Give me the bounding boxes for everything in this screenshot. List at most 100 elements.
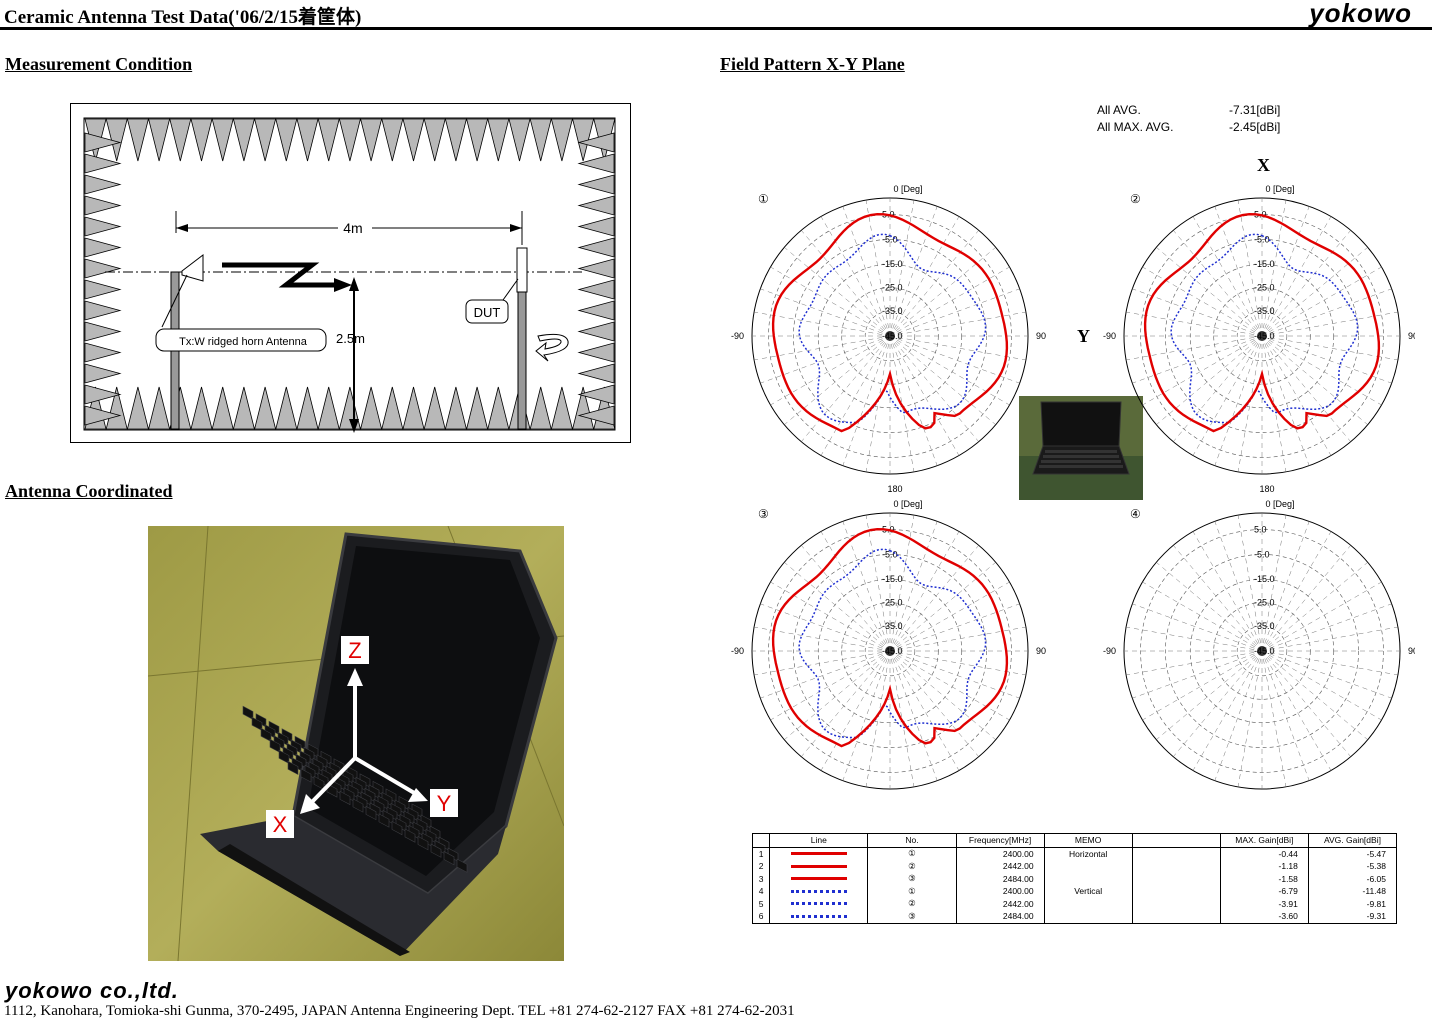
- legend-row-frequency: 2484.00: [955, 910, 1045, 924]
- angle-label-right: 90: [1036, 331, 1046, 341]
- legend-header-max-gain: MAX. Gain[dBi]: [1219, 833, 1309, 848]
- legend-header-frequency: Frequency[MHz]: [955, 833, 1045, 848]
- angle-label-180: 180: [887, 799, 902, 800]
- legend-row-memo: Vertical: [1043, 885, 1133, 898]
- ring-label: -45.0: [882, 646, 903, 656]
- legend-row-index: 1: [751, 847, 771, 860]
- legend-line-swatch: [790, 902, 847, 906]
- legend-table: Line No. Frequency[MHz] MEMO MAX. Gain[d…: [751, 833, 1398, 924]
- measurement-condition-heading: Measurement Condition: [5, 54, 193, 74]
- z-axis-label: Z: [348, 638, 361, 663]
- ring-label: -25.0: [882, 283, 903, 293]
- polar-plot-id: ③: [758, 507, 769, 521]
- legend-row-index: 2: [751, 860, 771, 873]
- ring-label: -25.0: [882, 598, 903, 608]
- angle-label-0: 0 [Deg]: [893, 499, 922, 509]
- legend-row-max-gain: -6.79: [1219, 885, 1309, 898]
- polar-plot-2: 0 [Deg]-90901805.0-5.0-15.0-25.0-35.0-45…: [1103, 184, 1415, 494]
- legend-row-index: 3: [751, 872, 771, 885]
- ring-label: -35.0: [1254, 306, 1275, 316]
- legend-row-max-gain: -1.18: [1219, 860, 1309, 873]
- antenna-coordinated-heading: Antenna Coordinated: [5, 481, 173, 501]
- laptop-photo: Z X Y: [148, 526, 564, 961]
- height-label: 2.5m: [336, 331, 365, 346]
- footer-address: 1112, Kanohara, Tomioka-shi Gunma, 370-2…: [4, 1003, 795, 1019]
- legend-row-no: ③: [867, 872, 957, 885]
- angle-label-left: -90: [1103, 646, 1116, 656]
- dut-label: DUT: [474, 305, 501, 320]
- legend-header-line: Line: [769, 833, 869, 848]
- legend-line-swatch: [790, 914, 847, 918]
- all-avg-label: All AVG.: [1097, 103, 1141, 117]
- legend-row-frequency: 2442.00: [955, 897, 1045, 910]
- legend-line-sample: [769, 910, 869, 924]
- ring-label: -35.0: [1254, 621, 1275, 631]
- legend-line-sample: [769, 860, 869, 873]
- legend-row-avg-gain: -5.47: [1307, 847, 1398, 860]
- angle-label-left: -90: [731, 331, 744, 341]
- ring-label: -45.0: [882, 331, 903, 341]
- pattern-y-axis-label: Y: [1077, 326, 1090, 346]
- legend-header-no: No.: [867, 833, 957, 848]
- polar-plot-id: ②: [1130, 192, 1141, 206]
- yokowo-logo: yokowo: [1309, 0, 1412, 28]
- ring-label: -45.0: [1254, 646, 1275, 656]
- dut-antenna: [516, 247, 528, 293]
- angle-label-0: 0 [Deg]: [1265, 499, 1294, 509]
- legend-row-avg-gain: -11.48: [1307, 885, 1398, 898]
- legend-row-blank: [1131, 860, 1221, 873]
- horizontal-pattern-line: [771, 212, 1009, 433]
- legend-line-sample: [769, 885, 869, 898]
- polar-plot-4: 0 [Deg]-90901805.0-5.0-15.0-25.0-35.0-45…: [1103, 499, 1415, 800]
- legend-header-blank: [1131, 833, 1221, 848]
- angle-label-180: 180: [1259, 799, 1274, 800]
- legend-row-blank: [1131, 847, 1221, 860]
- legend-row-memo: [1043, 910, 1133, 924]
- ring-label: -5.0: [882, 234, 898, 244]
- angle-label-180: 180: [1259, 484, 1274, 494]
- ring-label: -35.0: [882, 621, 903, 631]
- legend-line-swatch: [790, 864, 847, 868]
- legend-row-frequency: 2442.00: [955, 860, 1045, 873]
- legend-header-memo: MEMO: [1043, 833, 1133, 848]
- legend-row-blank: [1131, 885, 1221, 898]
- legend-row-frequency: 2484.00: [955, 872, 1045, 885]
- legend-row-memo: [1043, 897, 1133, 910]
- legend-row-avg-gain: -5.38: [1307, 860, 1398, 873]
- ring-label: -15.0: [882, 574, 903, 584]
- ring-label: -5.0: [1254, 549, 1270, 559]
- polar-plot-id: ④: [1130, 507, 1141, 521]
- legend-row-blank: [1131, 910, 1221, 924]
- legend-row-no: ②: [867, 897, 957, 910]
- legend-row-frequency: 2400.00: [955, 885, 1045, 898]
- ring-label: -5.0: [882, 549, 898, 559]
- field-pattern-heading: Field Pattern X-Y Plane: [720, 54, 905, 74]
- angle-label-left: -90: [731, 646, 744, 656]
- angle-label-right: 90: [1408, 646, 1415, 656]
- ring-label: -45.0: [1254, 331, 1275, 341]
- page-title: Ceramic Antenna Test Data('06/2/15着筐体): [4, 7, 362, 28]
- legend-line-swatch: [790, 852, 847, 856]
- ring-label: -25.0: [1254, 598, 1275, 608]
- legend-row-max-gain: -0.44: [1219, 847, 1309, 860]
- legend-row-avg-gain: -6.05: [1307, 872, 1398, 885]
- legend-row-memo: [1043, 860, 1133, 873]
- absorber-cones: [84, 118, 616, 430]
- ring-label: -25.0: [1254, 283, 1275, 293]
- legend-row-memo: [1043, 872, 1133, 885]
- legend-row-memo: Horizontal: [1043, 847, 1133, 860]
- angle-label-0: 0 [Deg]: [893, 184, 922, 194]
- angle-label-right: 90: [1408, 331, 1415, 341]
- chamber-diagram: 4m Tx:W ridged horn Antenna 2.5m DUT: [70, 103, 631, 443]
- legend-line-sample: [769, 872, 869, 885]
- legend-header-row: Line No. Frequency[MHz] MEMO MAX. Gain[d…: [751, 833, 1398, 848]
- horn-antenna: [181, 253, 204, 282]
- laptop-base: [200, 816, 506, 956]
- legend-row-avg-gain: -9.81: [1307, 897, 1398, 910]
- legend-row-max-gain: -1.58: [1219, 872, 1309, 885]
